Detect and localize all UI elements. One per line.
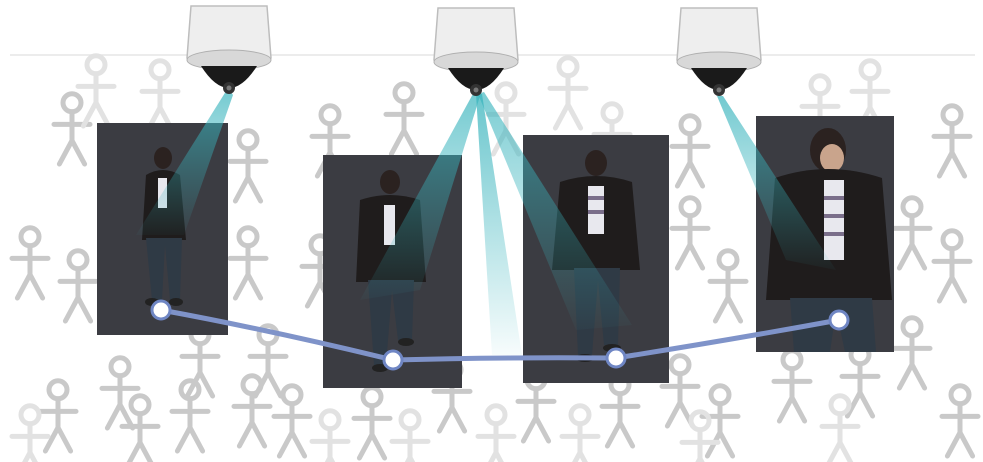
dome-camera-icon bbox=[187, 6, 271, 94]
stick-figure-icon bbox=[934, 106, 970, 176]
stick-figure-icon bbox=[354, 388, 390, 458]
stick-figure-icon bbox=[672, 198, 708, 268]
track-node-1 bbox=[152, 301, 170, 319]
stick-figure-icon bbox=[234, 376, 270, 446]
stick-figure-icon bbox=[672, 116, 708, 186]
stick-figure-icon bbox=[78, 56, 114, 126]
stick-figure-icon bbox=[602, 376, 638, 446]
stick-figure-icon bbox=[562, 406, 598, 462]
camera-beams bbox=[136, 88, 836, 355]
stick-figure-icon bbox=[710, 251, 746, 321]
stick-figure-icon bbox=[230, 228, 266, 298]
stick-figure-icon bbox=[40, 381, 76, 451]
stick-figure-icon bbox=[122, 396, 158, 462]
stick-figure-icon bbox=[478, 406, 514, 462]
stick-figure-icon bbox=[54, 94, 90, 164]
track-node-2 bbox=[384, 351, 402, 369]
stick-figure-icon bbox=[386, 84, 422, 154]
stick-figure-icon bbox=[942, 386, 978, 456]
stick-figure-icon bbox=[550, 58, 586, 128]
stick-figure-icon bbox=[230, 131, 266, 201]
stick-figure-icon bbox=[934, 231, 970, 301]
frame-3 bbox=[523, 135, 669, 383]
stick-figure-icon bbox=[102, 358, 138, 428]
track-node-3 bbox=[607, 349, 625, 367]
stick-figure-icon bbox=[774, 351, 810, 421]
track-node-4 bbox=[830, 311, 848, 329]
stick-figure-icon bbox=[312, 411, 348, 462]
stick-figure-icon bbox=[894, 318, 930, 388]
dome-camera-icon bbox=[677, 8, 761, 96]
stick-figure-icon bbox=[894, 198, 930, 268]
stick-figure-icon bbox=[142, 61, 178, 131]
stick-figure-icon bbox=[392, 411, 428, 462]
stick-figure-icon bbox=[60, 251, 96, 321]
stick-figure-icon bbox=[12, 406, 48, 462]
stick-figure-icon bbox=[12, 228, 48, 298]
dome-cameras bbox=[187, 6, 761, 96]
